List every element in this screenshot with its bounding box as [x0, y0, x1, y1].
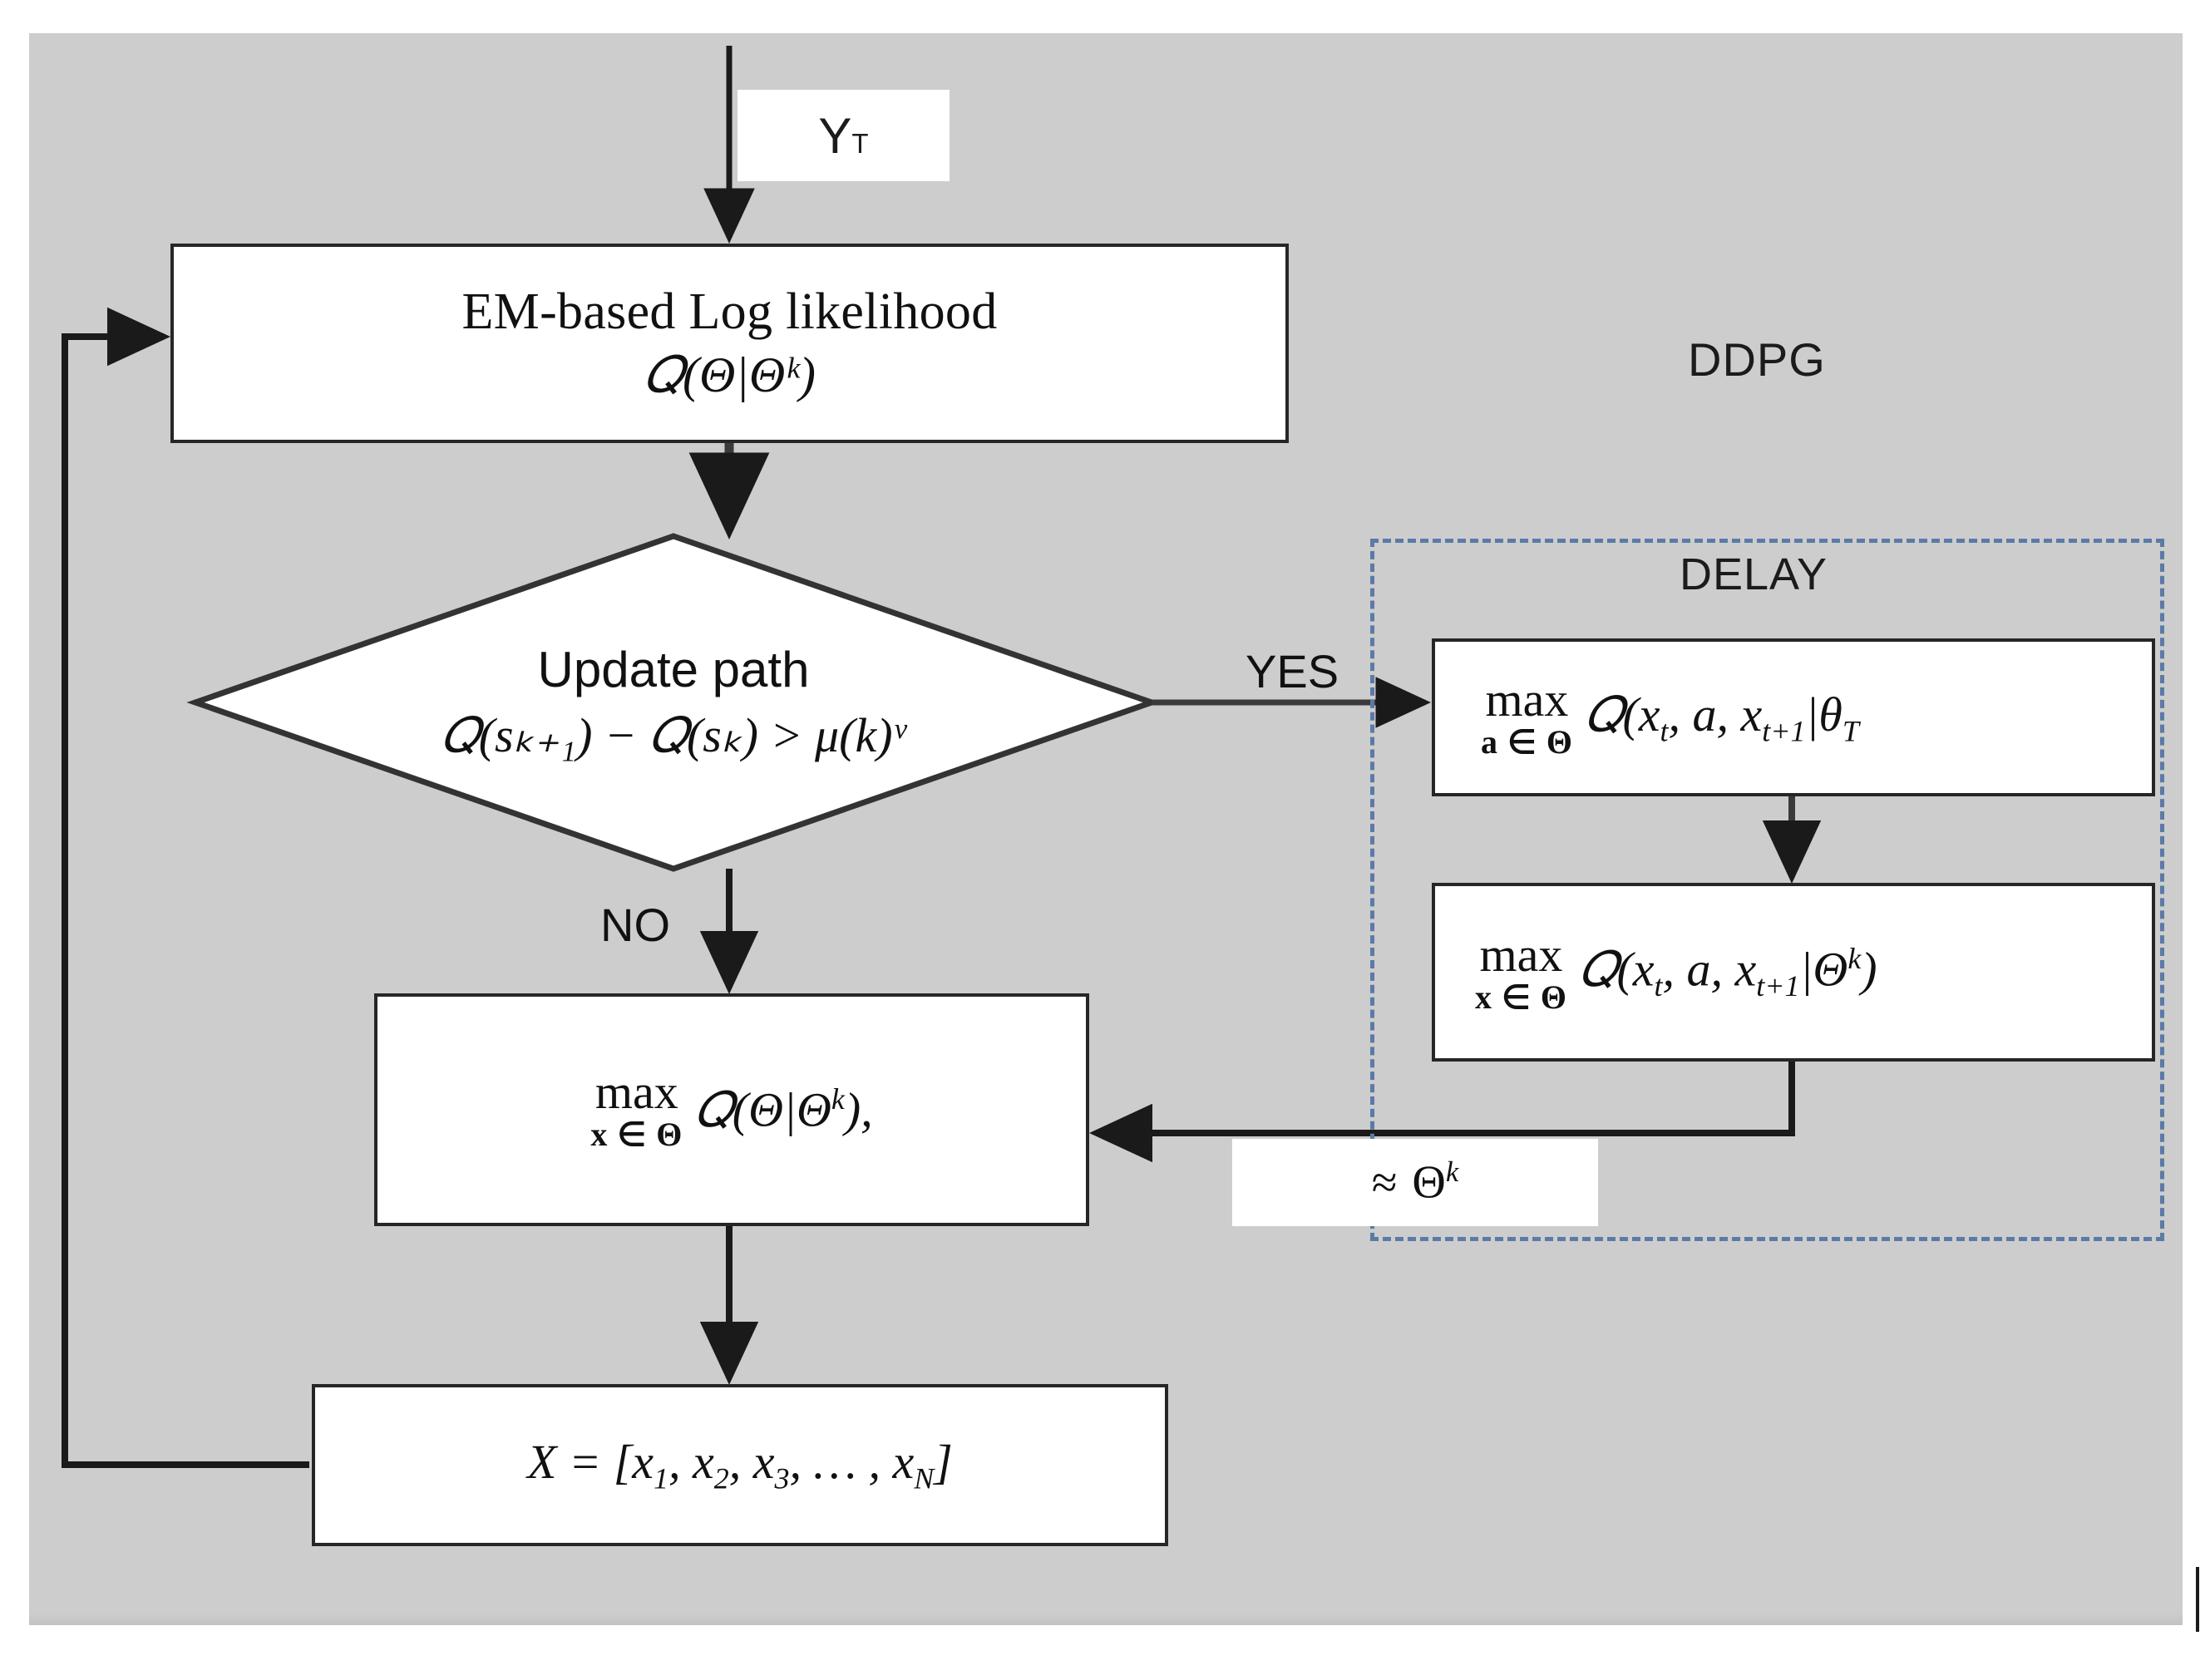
- approx-symbol: ≈: [1371, 1156, 1398, 1209]
- max-q-formula: 𝑄(Θ|Θk),: [694, 1081, 873, 1137]
- delay-box-actor[interactable]: max a ∈ Θ 𝑄(xt, a, xt+1|θT: [1432, 638, 2155, 796]
- decision-node-text: Update path 𝑄(sₖ₊₁) − 𝑄(sₖ) > μ(k)ᵛ: [195, 536, 1152, 869]
- x-vector-formula: X = [x1, x2, x3, … , xN]: [527, 1435, 953, 1495]
- ddpg-label: DDPG: [1688, 333, 1826, 386]
- delay-second-expression: 𝑄(xt, a, xt+1|Θk): [1578, 942, 1877, 1003]
- ddpg-dashed-region: [1370, 539, 2164, 1241]
- max-q-theta-box[interactable]: max x ∈ Θ 𝑄(Θ|Θk),: [374, 993, 1089, 1226]
- max-operator-bottom: x ∈ Θ: [590, 1116, 683, 1153]
- max-operator-top: max: [594, 1065, 678, 1119]
- max-operator-a-bottom: a ∈ Θ: [1481, 723, 1573, 761]
- decision-line-2: 𝑄(sₖ₊₁) − 𝑄(sₖ) > μ(k)ᵛ: [441, 708, 906, 762]
- branch-label-no: NO: [600, 899, 670, 951]
- right-edge-tick: [2196, 1567, 2199, 1632]
- decision-line-1: Update path: [537, 642, 810, 697]
- delay-first-expression: 𝑄(xt, a, xt+1|θT: [1584, 687, 1859, 748]
- approximation-label: ≈ Θk: [1232, 1139, 1598, 1226]
- em-box-formula: 𝑄(Θ|Θᵏ): [643, 347, 816, 402]
- input-symbol: Y: [818, 107, 852, 164]
- approx-value: Θk: [1412, 1155, 1459, 1209]
- em-log-likelihood-box[interactable]: EM-based Log likelihood 𝑄(Θ|Θᵏ): [170, 244, 1289, 443]
- max-operator-x: max x ∈ Θ: [1475, 927, 1567, 1016]
- em-box-title: EM-based Log likelihood: [461, 283, 998, 340]
- max-operator-a-top: max: [1485, 672, 1569, 727]
- branch-label-yes: YES: [1246, 645, 1339, 697]
- delay-box-critic[interactable]: max x ∈ Θ 𝑄(xt, a, xt+1|Θk): [1432, 883, 2155, 1062]
- delay-label: DELAY: [1680, 549, 1828, 599]
- max-operator-a: max a ∈ Θ: [1481, 676, 1573, 759]
- decision-node[interactable]: Update path 𝑄(sₖ₊₁) − 𝑄(sₖ) > μ(k)ᵛ: [195, 536, 1152, 869]
- max-operator-x-bottom: x ∈ Θ: [1475, 978, 1567, 1016]
- max-operator: max x ∈ Θ: [590, 1068, 683, 1151]
- max-operator-x-top: max: [1479, 927, 1563, 982]
- x-vector-box[interactable]: X = [x1, x2, x3, … , xN]: [312, 1384, 1168, 1546]
- input-subscript: T: [851, 128, 869, 159]
